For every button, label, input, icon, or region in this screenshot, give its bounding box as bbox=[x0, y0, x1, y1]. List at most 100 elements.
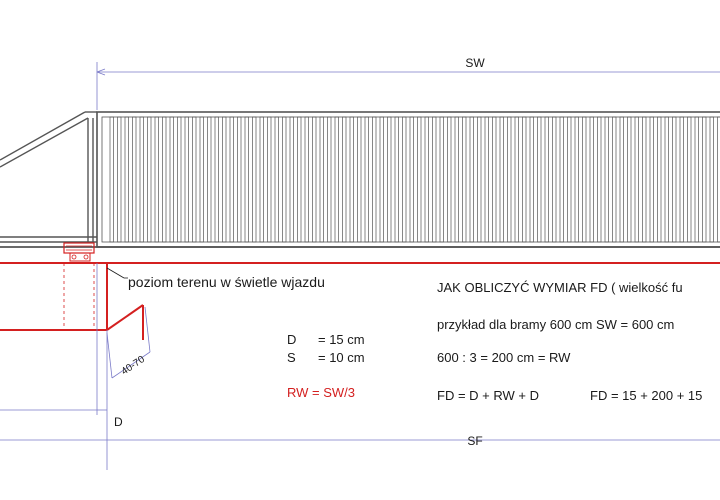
gate-bar bbox=[439, 116, 444, 243]
instructions-fd-example: FD = 15 + 200 + 15 bbox=[590, 388, 702, 403]
gate-bar bbox=[147, 116, 152, 243]
guide-lines bbox=[63, 263, 95, 330]
sw-dimension bbox=[96, 62, 720, 110]
gate-bar bbox=[604, 116, 609, 243]
gate-bar bbox=[139, 116, 144, 243]
gate-bar bbox=[559, 116, 564, 243]
gate-bar bbox=[169, 116, 174, 243]
gate-bar bbox=[199, 116, 204, 243]
gate-bar bbox=[207, 116, 212, 243]
instructions-example: przykład dla bramy 600 cm SW = 600 cm bbox=[437, 317, 674, 332]
sw-label: SW bbox=[465, 56, 485, 70]
gate-bar bbox=[522, 116, 527, 243]
instructions: JAK OBLICZYĆ WYMIAR FD ( wielkość fu prz… bbox=[437, 280, 702, 403]
instructions-fd-formula: FD = D + RW + D bbox=[437, 388, 539, 403]
gate-bar bbox=[319, 116, 324, 243]
gate-bar bbox=[237, 116, 242, 243]
gate-bar bbox=[117, 116, 122, 243]
gate-panel bbox=[96, 111, 720, 248]
gate-bar bbox=[417, 116, 422, 243]
gate-bar bbox=[717, 116, 720, 243]
gate-bar bbox=[214, 116, 219, 243]
gate-bar bbox=[687, 116, 692, 243]
gate-bar bbox=[462, 116, 467, 243]
gate-bar bbox=[244, 116, 249, 243]
gate-bar bbox=[259, 116, 264, 243]
gate-bar bbox=[702, 116, 707, 243]
gate-bar bbox=[124, 116, 129, 243]
gate-bar bbox=[184, 116, 189, 243]
gate-bar bbox=[132, 116, 137, 243]
gate-bar bbox=[574, 116, 579, 243]
legend-rw-formula: RW = SW/3 bbox=[287, 385, 355, 400]
gate-bar bbox=[387, 116, 392, 243]
gate-bar bbox=[634, 116, 639, 243]
gate-bar bbox=[552, 116, 557, 243]
gate-bar bbox=[342, 116, 347, 243]
gate-bar bbox=[612, 116, 617, 243]
gate-bar bbox=[282, 116, 287, 243]
slope-dimension bbox=[106, 306, 151, 379]
gate-bar bbox=[357, 116, 362, 243]
gate-bar bbox=[679, 116, 684, 243]
gate-bar bbox=[109, 116, 114, 243]
gate-bar bbox=[304, 116, 309, 243]
gate-bar bbox=[267, 116, 272, 243]
gate-bar bbox=[454, 116, 459, 243]
gate-bar bbox=[394, 116, 399, 243]
gate-bars bbox=[109, 116, 720, 243]
instructions-title: JAK OBLICZYĆ WYMIAR FD ( wielkość fu bbox=[437, 280, 683, 295]
gate-bar bbox=[312, 116, 317, 243]
gate-bar bbox=[192, 116, 197, 243]
gate-bar bbox=[289, 116, 294, 243]
gate-bar bbox=[597, 116, 602, 243]
gate-bar bbox=[252, 116, 257, 243]
foundation bbox=[0, 262, 720, 340]
sf-label: SF bbox=[467, 434, 482, 448]
gate-bar bbox=[349, 116, 354, 243]
gate-bar bbox=[694, 116, 699, 243]
legend-d-symbol: D bbox=[287, 332, 296, 347]
gate-bar bbox=[514, 116, 519, 243]
gate-bar bbox=[567, 116, 572, 243]
gate-bar bbox=[327, 116, 332, 243]
gate-bar bbox=[657, 116, 662, 243]
gate-bar bbox=[582, 116, 587, 243]
gate-bar bbox=[379, 116, 384, 243]
gate-bar bbox=[529, 116, 534, 243]
legend-s-value: = 10 cm bbox=[318, 350, 365, 365]
ground-label: poziom terenu w świetle wjazdu bbox=[128, 274, 325, 290]
vertical-dimensions bbox=[0, 263, 720, 470]
gate-bar bbox=[619, 116, 624, 243]
gate-bar bbox=[649, 116, 654, 243]
gate-bar bbox=[177, 116, 182, 243]
gate-bar bbox=[162, 116, 167, 243]
gate-bar bbox=[222, 116, 227, 243]
gate-bar bbox=[492, 116, 497, 243]
gate-bar bbox=[409, 116, 414, 243]
gate-bar bbox=[469, 116, 474, 243]
gate-bar bbox=[154, 116, 159, 243]
gate-bar bbox=[627, 116, 632, 243]
gate-bar bbox=[507, 116, 512, 243]
gate-bar bbox=[709, 116, 714, 243]
legend-d-value: = 15 cm bbox=[318, 332, 365, 347]
gate-bar bbox=[229, 116, 234, 243]
gate-bar bbox=[499, 116, 504, 243]
gate-bar bbox=[544, 116, 549, 243]
gate-tail bbox=[0, 111, 720, 248]
gate-bar bbox=[672, 116, 677, 243]
gate-bar bbox=[297, 116, 302, 243]
gate-bar bbox=[484, 116, 489, 243]
gate-bar bbox=[424, 116, 429, 243]
gate-bar bbox=[432, 116, 437, 243]
slope-label: 40-70 bbox=[120, 354, 148, 378]
gate-bar bbox=[537, 116, 542, 243]
gate-bar bbox=[642, 116, 647, 243]
gate-bar bbox=[664, 116, 669, 243]
gate-bar bbox=[364, 116, 369, 243]
d-label: D bbox=[114, 415, 123, 429]
gate-bar bbox=[477, 116, 482, 243]
instructions-calc: 600 : 3 = 200 cm = RW bbox=[437, 350, 571, 365]
